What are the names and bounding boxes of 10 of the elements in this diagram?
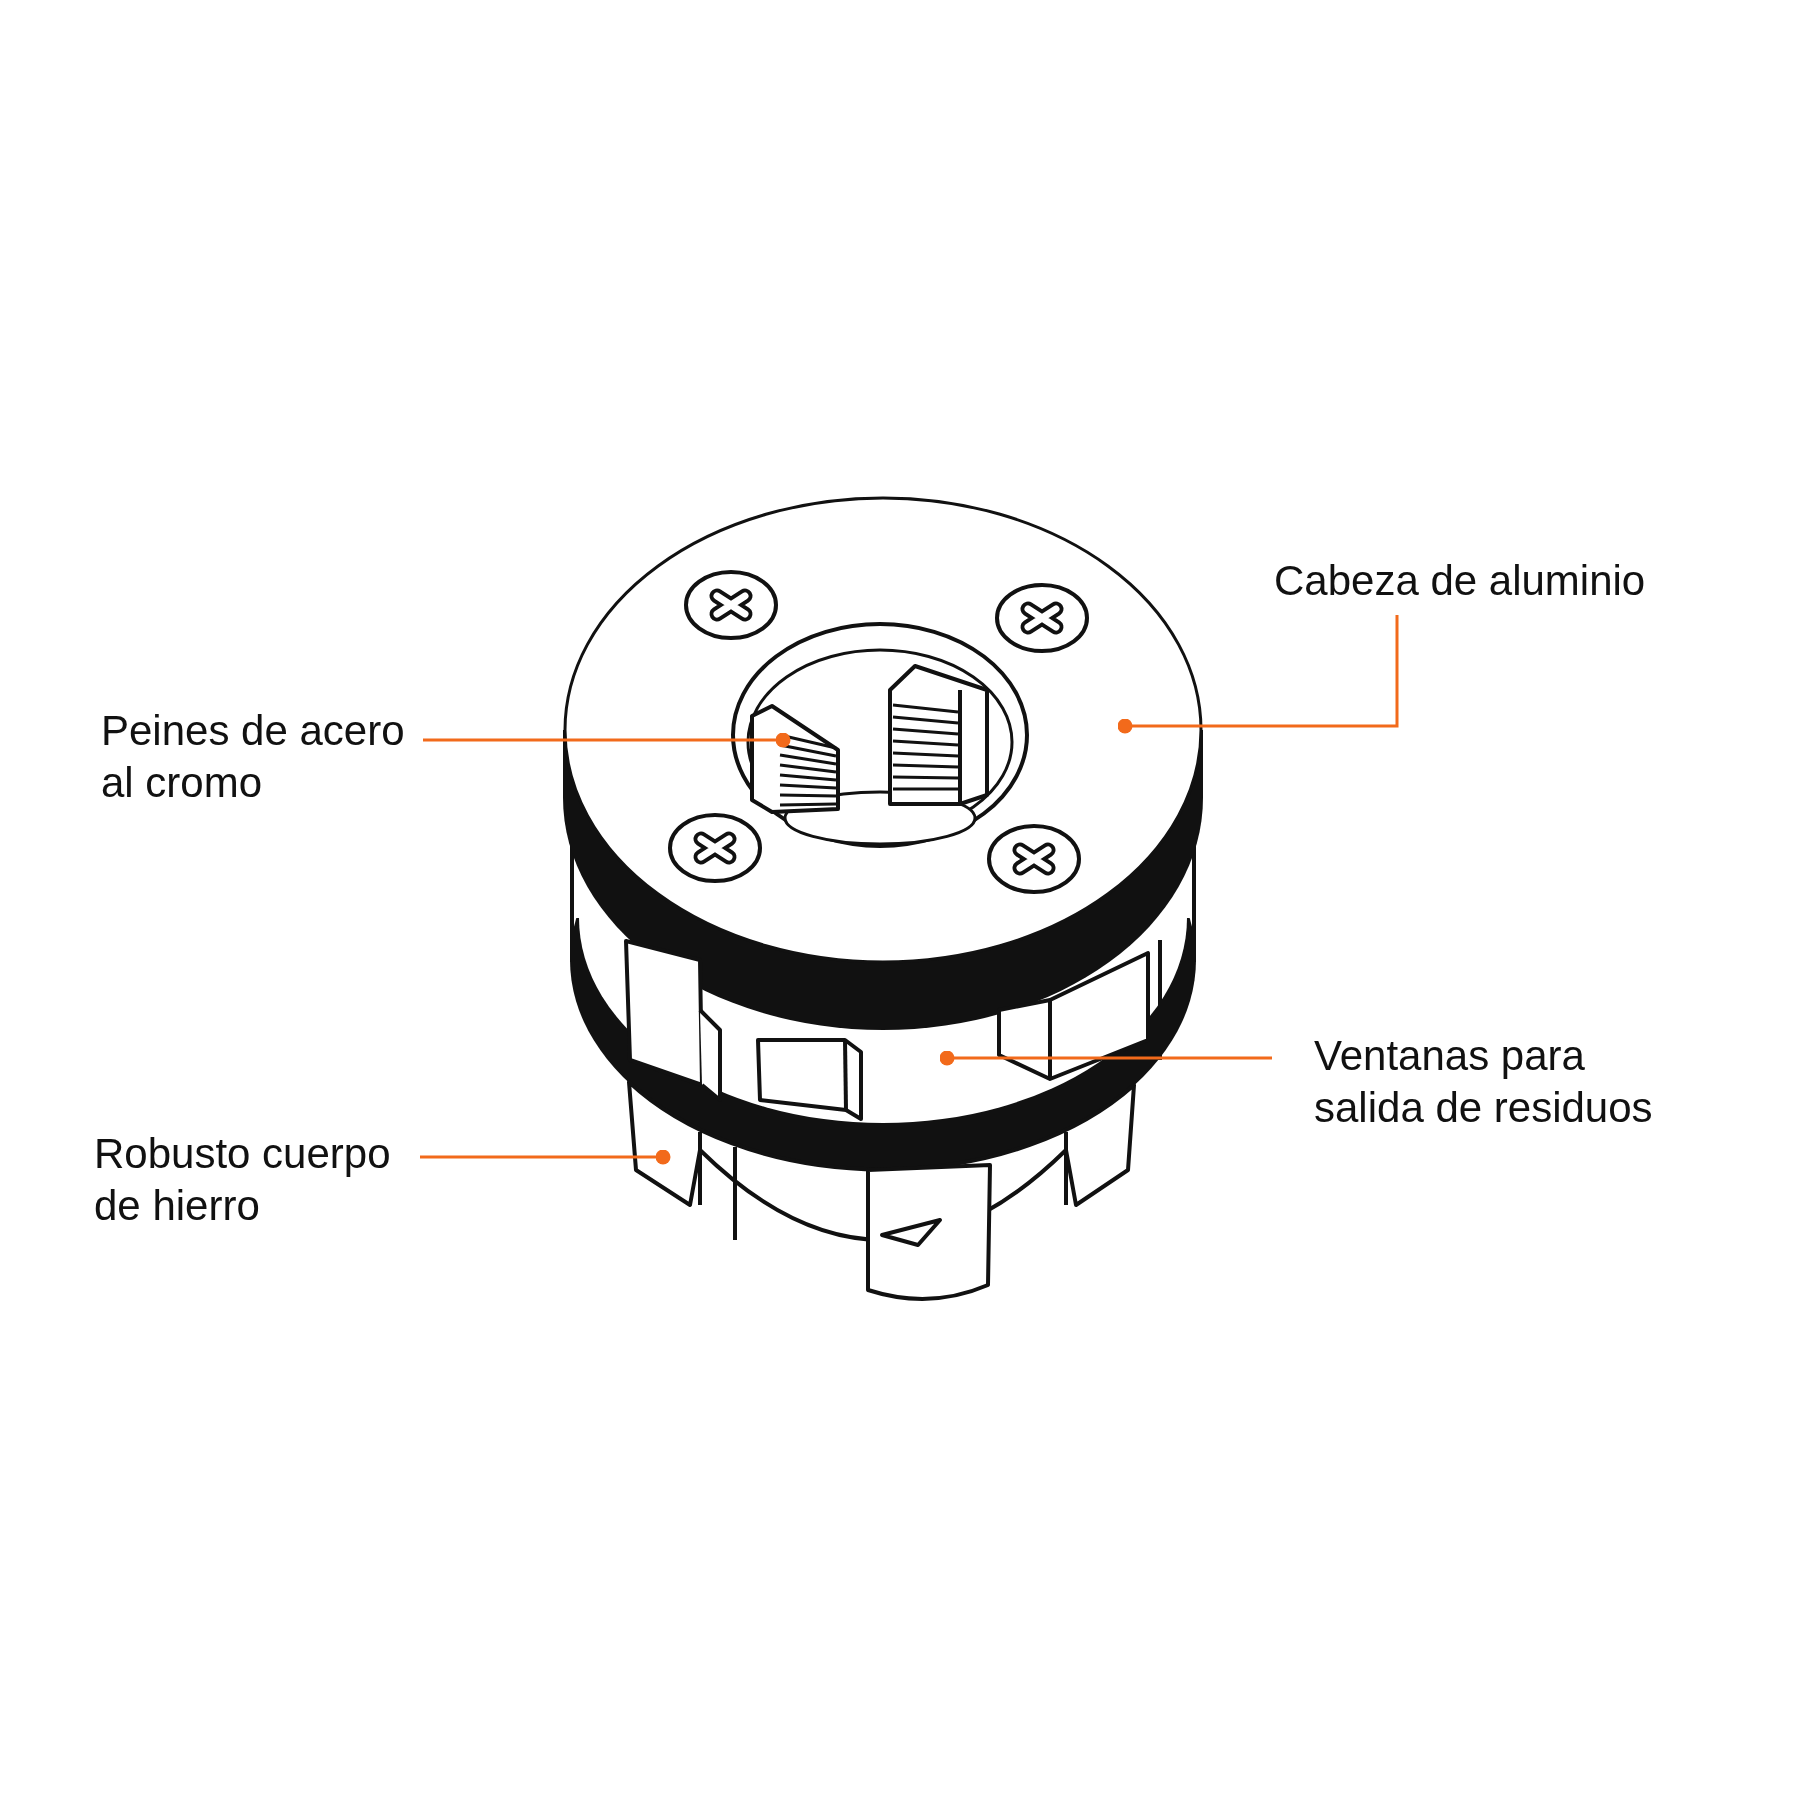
leader-line [939, 1050, 1272, 1066]
callout-label: Peines de acero al cromo [101, 706, 406, 808]
callout-label: Cabeza de aluminio [1274, 556, 1647, 606]
leader-line [1117, 615, 1399, 734]
window-opening-drawing [624, 938, 1162, 1121]
leader-line [423, 732, 791, 748]
callout-label: Ventanas para salida de residuos [1314, 1031, 1654, 1133]
lobed-body-drawing [627, 1080, 1136, 1301]
leader-line [420, 1149, 671, 1165]
callout-label: Robusto cuerpo de hierro [94, 1129, 392, 1231]
